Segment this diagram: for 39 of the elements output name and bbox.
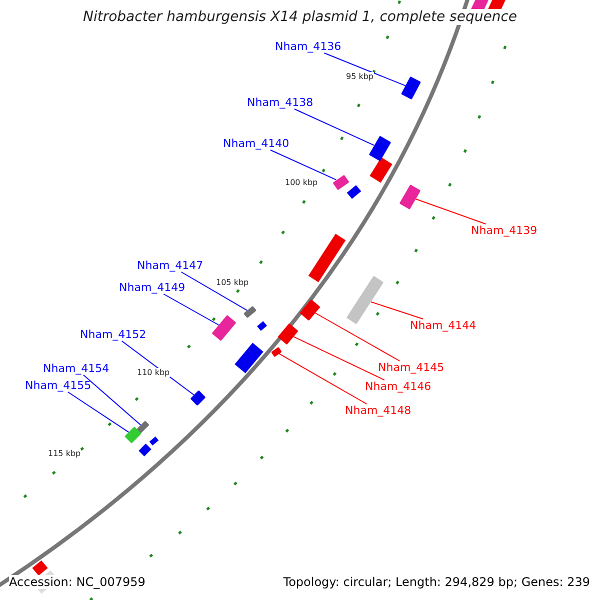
- gene-label: Nham_4144: [410, 319, 476, 332]
- gene-label: Nham_4155: [25, 379, 92, 392]
- gene-label: Nham_4148: [345, 404, 412, 417]
- gene-label: Nham_4149: [119, 281, 186, 294]
- leader-line: [67, 392, 130, 433]
- leader-line: [270, 150, 337, 180]
- leader-line: [83, 374, 142, 426]
- scale-label: 105 kbp: [216, 278, 249, 287]
- accession-text: Accession: NC_007959: [9, 575, 146, 589]
- leader-line: [370, 301, 424, 320]
- gene-label: Nham_4139: [471, 224, 538, 237]
- leader-line: [163, 294, 220, 326]
- leader-line: [324, 52, 406, 86]
- gene-label: Nham_4136: [275, 40, 342, 53]
- gene-label: Nham_4152: [80, 328, 146, 341]
- map-title: Nitrobacter hamburgensis X14 plasmid 1, complete sequence: [80, 9, 520, 25]
- leader-line: [314, 312, 400, 362]
- gene-label: Nham_4154: [43, 362, 110, 375]
- leader-line: [278, 353, 368, 404]
- gene-label: Nham_4145: [378, 361, 444, 374]
- gene-block: [332, 174, 350, 190]
- gene-label: Nham_4138: [247, 96, 314, 109]
- gene-block: [278, 323, 298, 345]
- gene-label: Nham_4146: [365, 380, 432, 393]
- scale-label: 110 kbp: [137, 368, 170, 377]
- leader-line: [294, 108, 375, 146]
- leader-line: [415, 198, 486, 224]
- sequence-info-text: Topology: circular; Length: 294,829 bp; Genes: 239: [283, 575, 590, 589]
- leader-line: [180, 272, 248, 311]
- gene-block: [243, 306, 257, 318]
- gene-label: Nham_4147: [137, 259, 204, 272]
- gene-block: [300, 299, 320, 321]
- gene-label: Nham_4140: [223, 137, 290, 150]
- leader-line: [293, 336, 385, 380]
- gene-block: [136, 420, 150, 434]
- scale-label: 95 kbp: [346, 72, 374, 81]
- scale-label: 115 kbp: [48, 449, 81, 458]
- scale-label: 100 kbp: [285, 178, 318, 187]
- gene-block: [124, 426, 142, 444]
